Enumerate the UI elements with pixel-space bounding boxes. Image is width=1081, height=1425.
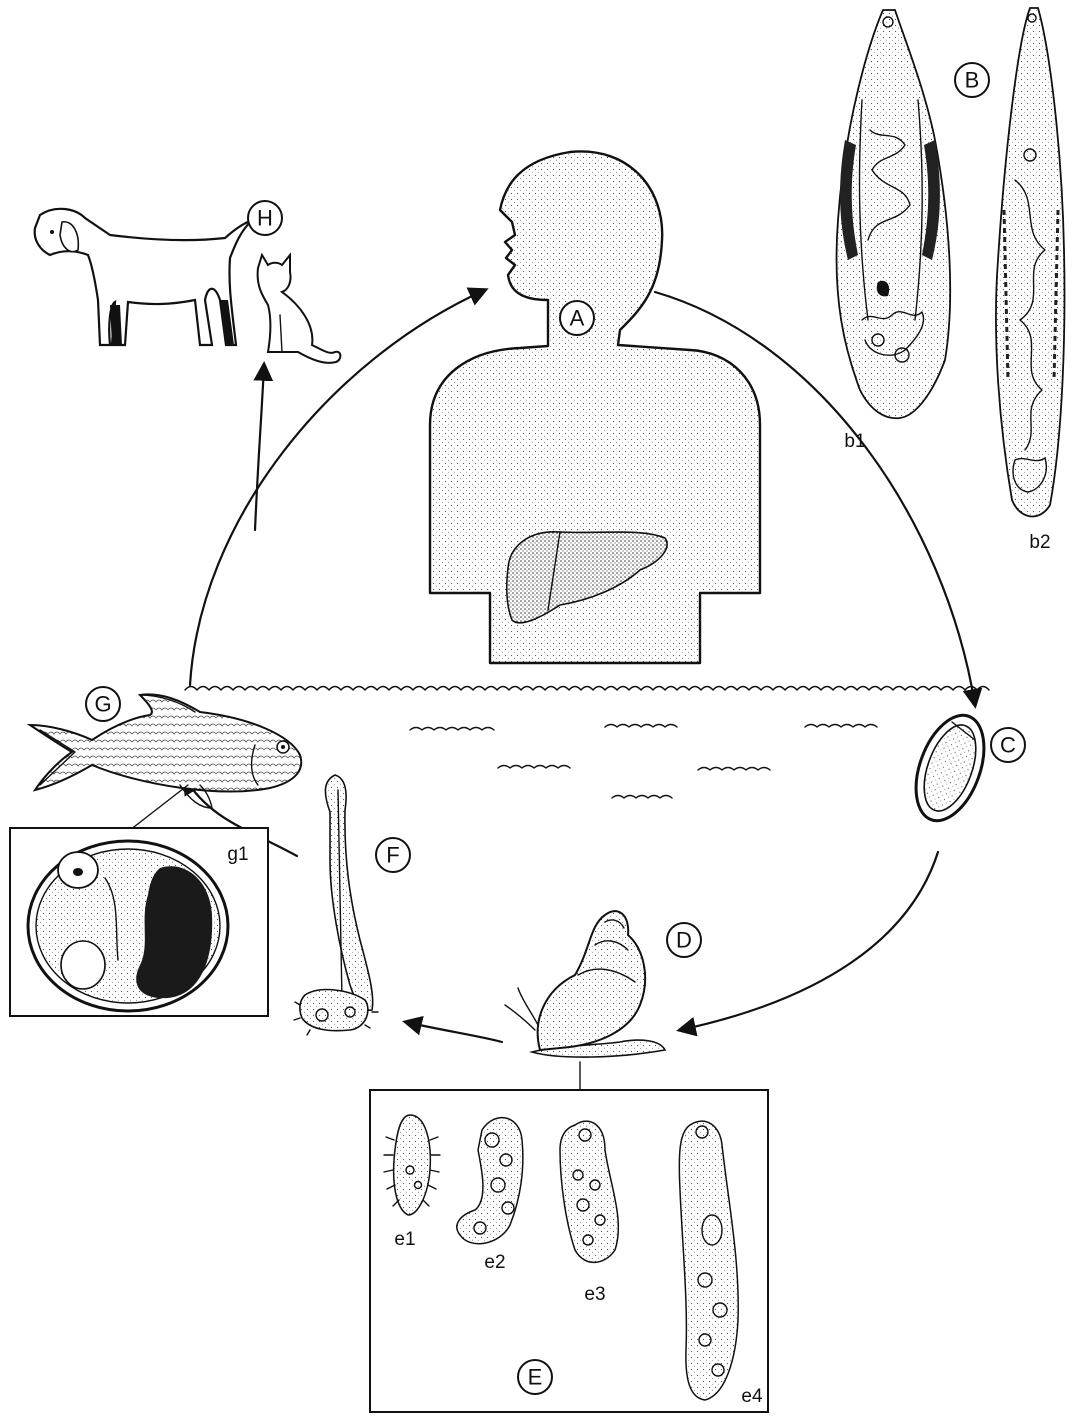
arrow-branch-to-h (255, 365, 264, 530)
label-a: A (570, 306, 585, 331)
label-e3: e3 (584, 1284, 605, 1305)
label-b1: b1 (844, 431, 865, 452)
dog-icon (35, 209, 252, 345)
label-e4: e4 (741, 1386, 763, 1407)
metacercaria-panel: g1 (10, 828, 268, 1016)
egg-icon: C (903, 706, 1025, 830)
metacercaria-icon (28, 841, 228, 1011)
water-surface (185, 687, 989, 799)
snail-stages-panel: e1 e2 e3 (370, 1090, 768, 1412)
label-f: F (386, 843, 399, 868)
label-g1: g1 (227, 844, 248, 865)
human-silhouette-icon: A (430, 151, 760, 663)
label-d: D (676, 928, 692, 953)
fish-icon: G (30, 687, 301, 830)
label-b2: b2 (1029, 532, 1050, 553)
adult-fluke-icon: B b1 b2 (837, 8, 1065, 553)
label-e2: e2 (484, 1252, 505, 1273)
snail-icon: D (505, 911, 701, 1090)
cercaria-icon: F (294, 775, 410, 1035)
arrow-c-to-d (680, 852, 938, 1030)
reservoir-hosts: H (35, 201, 341, 363)
arrow-d-to-f (406, 1022, 502, 1042)
label-g: G (94, 692, 111, 717)
label-b: B (965, 68, 980, 93)
label-e1: e1 (394, 1229, 415, 1250)
label-e: E (528, 1365, 543, 1390)
label-c: C (1000, 733, 1016, 758)
label-h: H (257, 206, 273, 231)
cat-icon (258, 255, 341, 363)
